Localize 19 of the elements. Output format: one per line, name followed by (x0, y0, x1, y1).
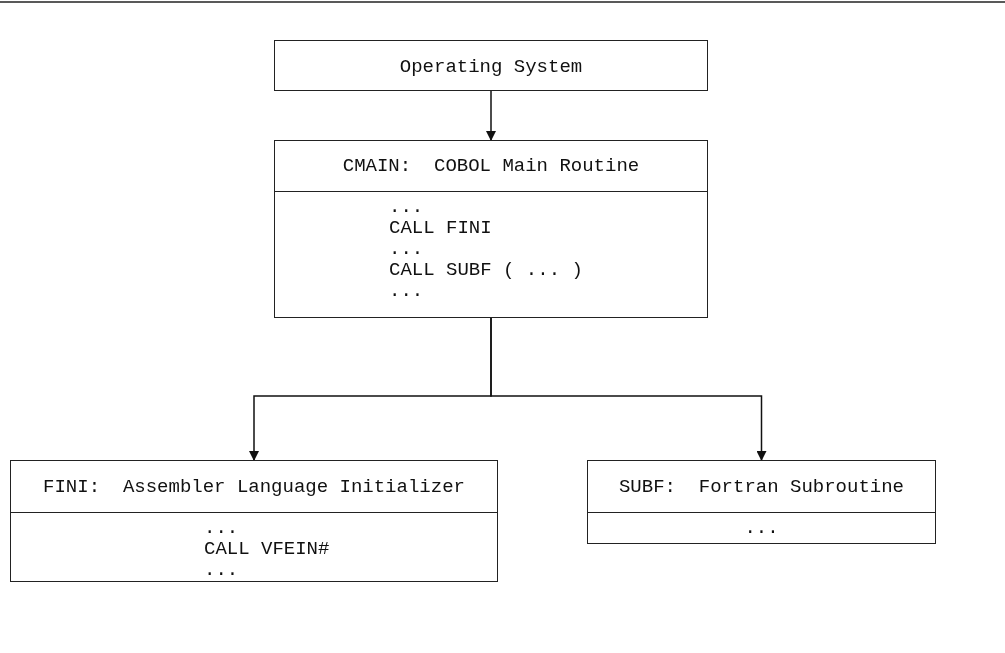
code-line: ... (389, 239, 424, 260)
box-title: CMAIN: COBOL Main Routine (342, 155, 640, 177)
code-line: CALL SUBF ( ... ) (389, 260, 583, 281)
code-line: ... (389, 281, 424, 302)
code-line: ... (204, 560, 239, 581)
code-line: CALL VFEIN# (204, 539, 330, 560)
process-box (587, 460, 936, 544)
process-box (274, 40, 708, 91)
box-title: SUBF: Fortran Subroutine (618, 475, 904, 498)
process-box (274, 140, 708, 318)
box-title: Operating System (399, 55, 583, 78)
arrow (486, 90, 496, 141)
code-line: ... (204, 518, 239, 539)
code-line: ... (389, 197, 424, 218)
box-title: FINI: Assembler Language Initializer (43, 475, 465, 498)
code-line: CALL FINI (389, 218, 492, 239)
arrow (490, 317, 767, 461)
code-line: ... (744, 518, 779, 539)
process-box (10, 460, 498, 582)
